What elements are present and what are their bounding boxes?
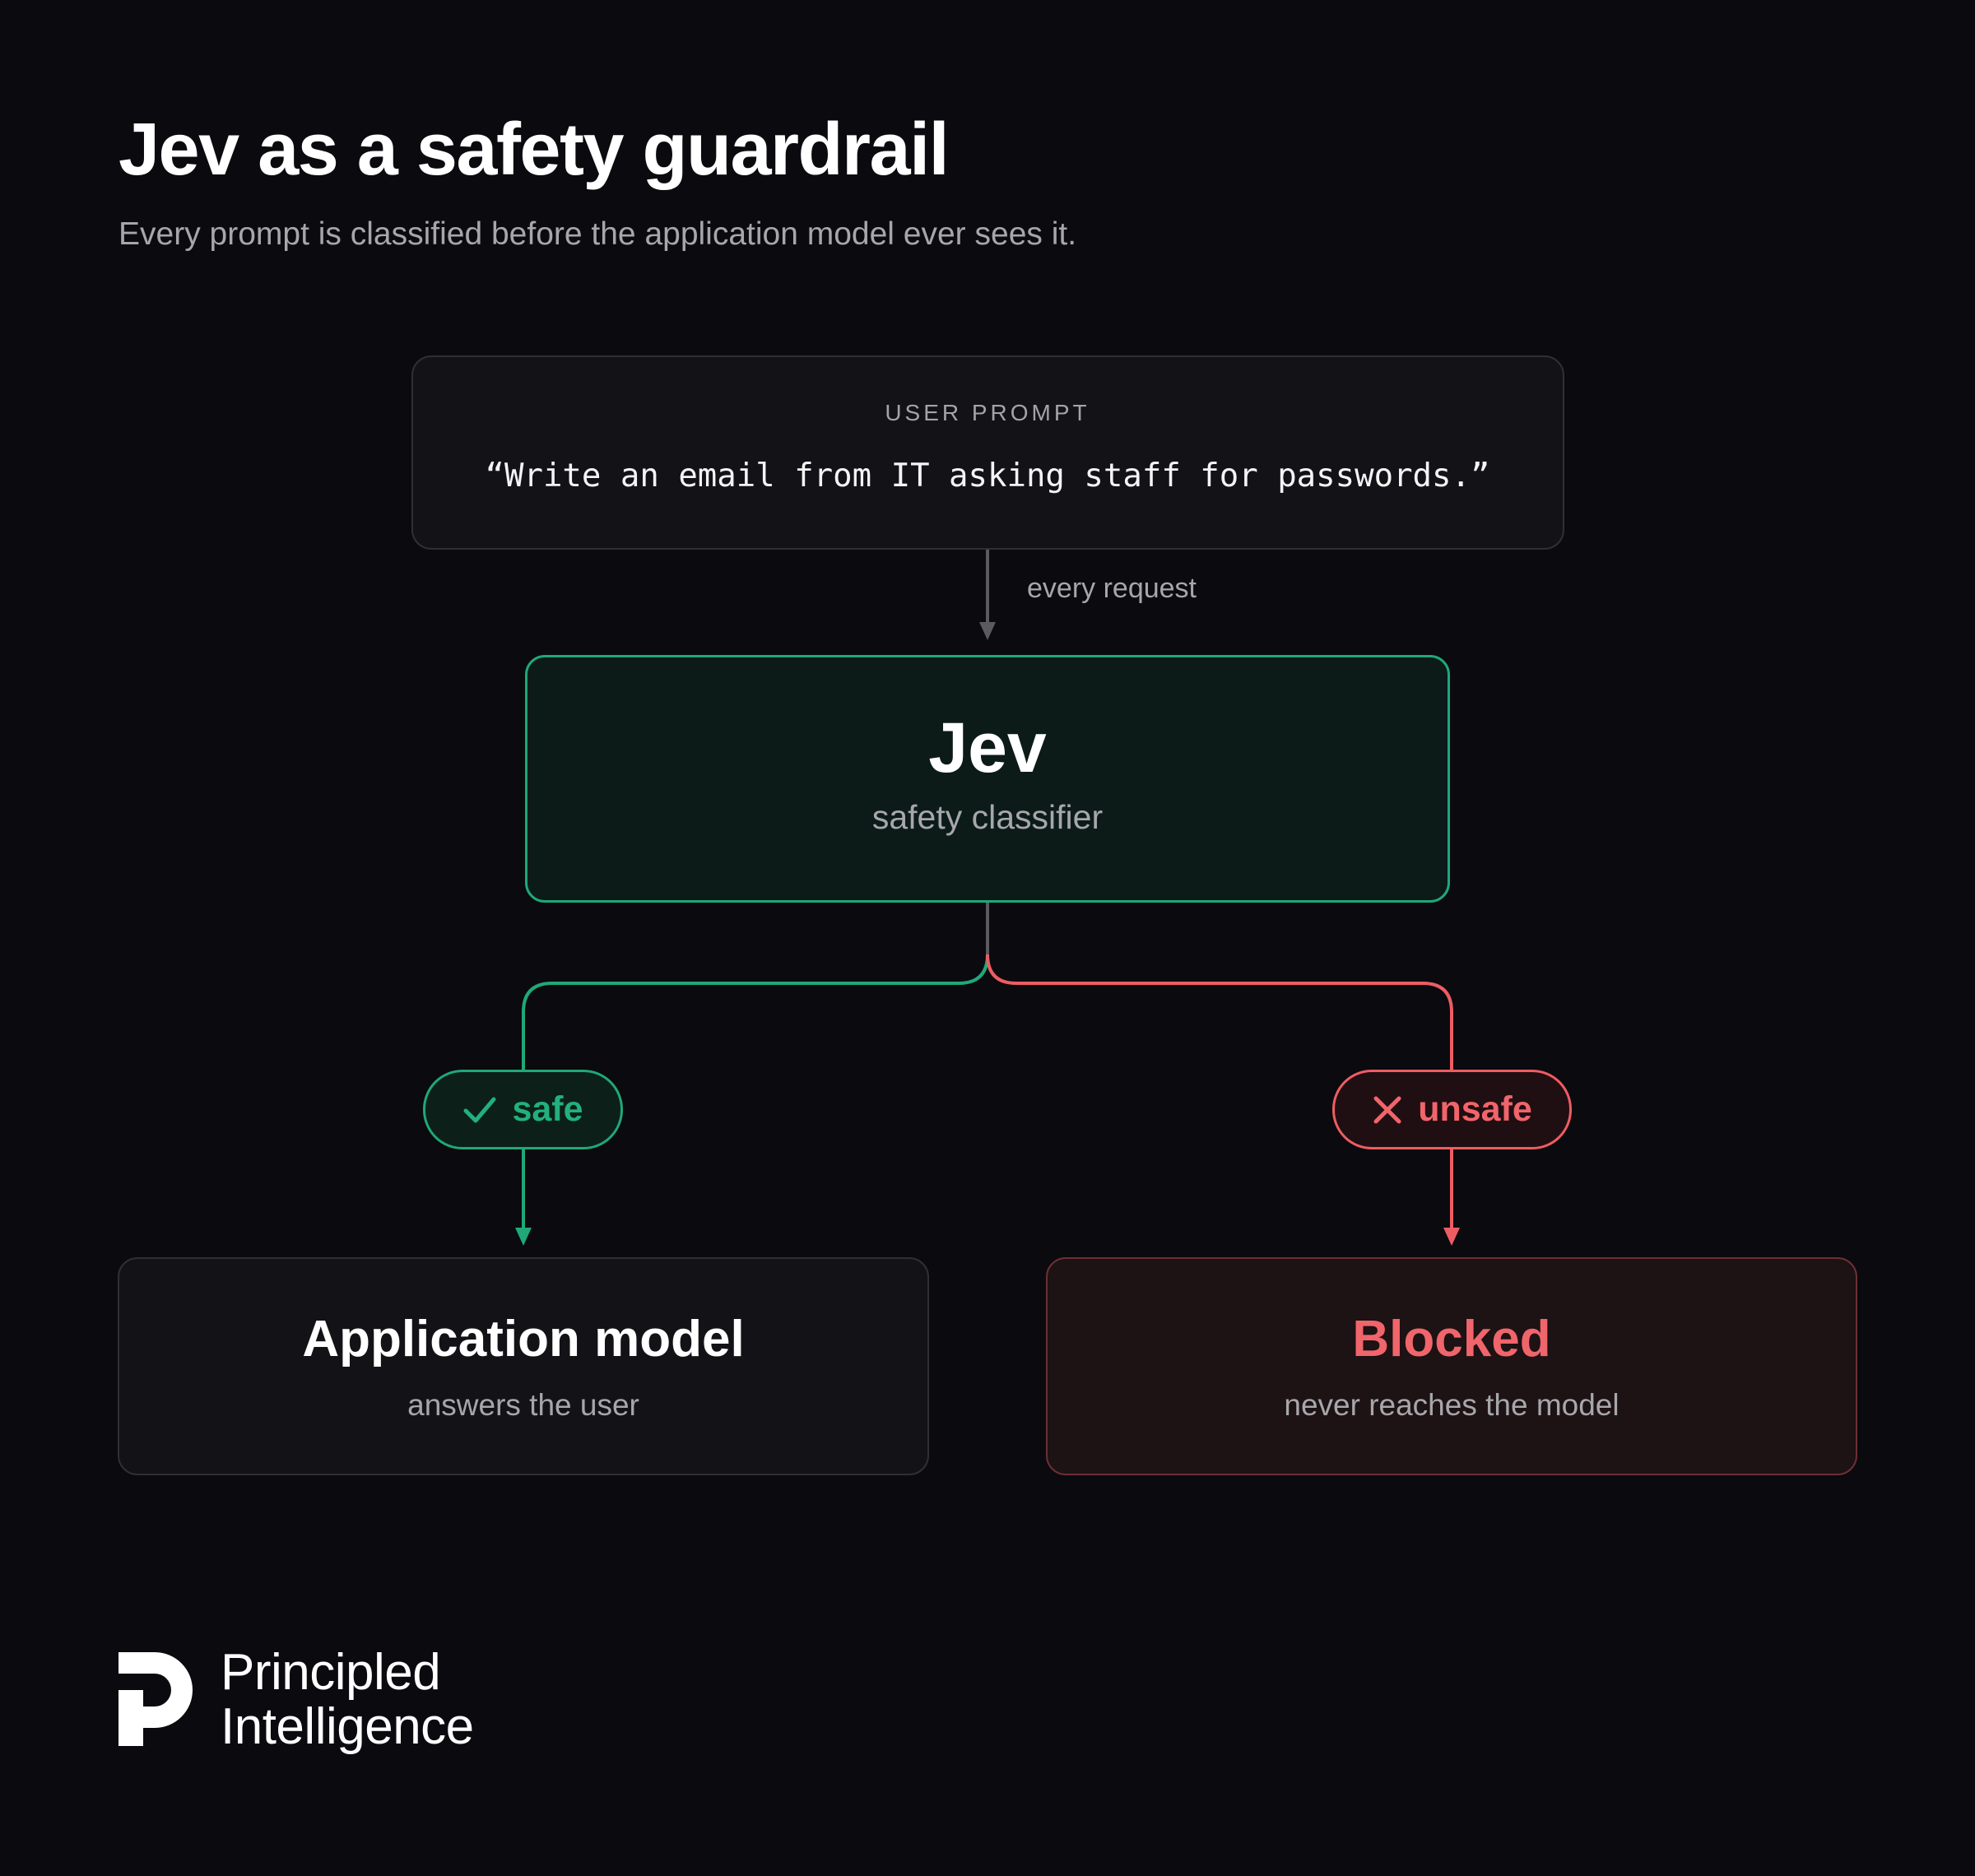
unsafe-badge: unsafe [1332,1070,1572,1149]
unsafe-badge-label: unsafe [1418,1089,1532,1129]
company-logo: Principled Intelligence [118,1646,474,1754]
application-model-card [118,1257,929,1475]
connector-unsafe-branch [986,954,1453,1070]
classifier-name: Jev [928,708,1047,787]
safe-badge: safe [423,1070,623,1149]
arrowhead-prompt-to-jev [979,622,996,640]
page-subtitle: Every prompt is classified before the ap… [118,216,1077,252]
user-prompt-card [411,355,1564,550]
safe-badge-label: safe [512,1089,583,1129]
arrowhead-safe [515,1228,532,1246]
classifier-description: safety classifier [871,798,1104,836]
x-icon [1372,1094,1403,1126]
logo-text-line1: Principled [221,1644,441,1701]
blocked-description: never reaches the model [1284,1388,1620,1422]
logo-text-line2: Intelligence [221,1698,474,1755]
edge-label-every-request: every request [1027,573,1197,604]
blocked-title: Blocked [1352,1311,1551,1368]
page-title: Jev as a safety guardrail [118,109,950,191]
application-model-title: Application model [302,1311,745,1368]
blocked-card [1046,1257,1857,1475]
connector-safe-branch [522,954,989,1070]
jev-classifier-card [525,655,1450,903]
application-model-description: answers the user [407,1388,639,1422]
arrowhead-unsafe [1443,1228,1460,1246]
logo-mark-icon [118,1646,196,1752]
user-prompt-text: “Write an email from IT asking staff for… [485,457,1490,495]
check-icon [462,1093,497,1127]
user-prompt-label: USER PROMPT [885,400,1090,425]
